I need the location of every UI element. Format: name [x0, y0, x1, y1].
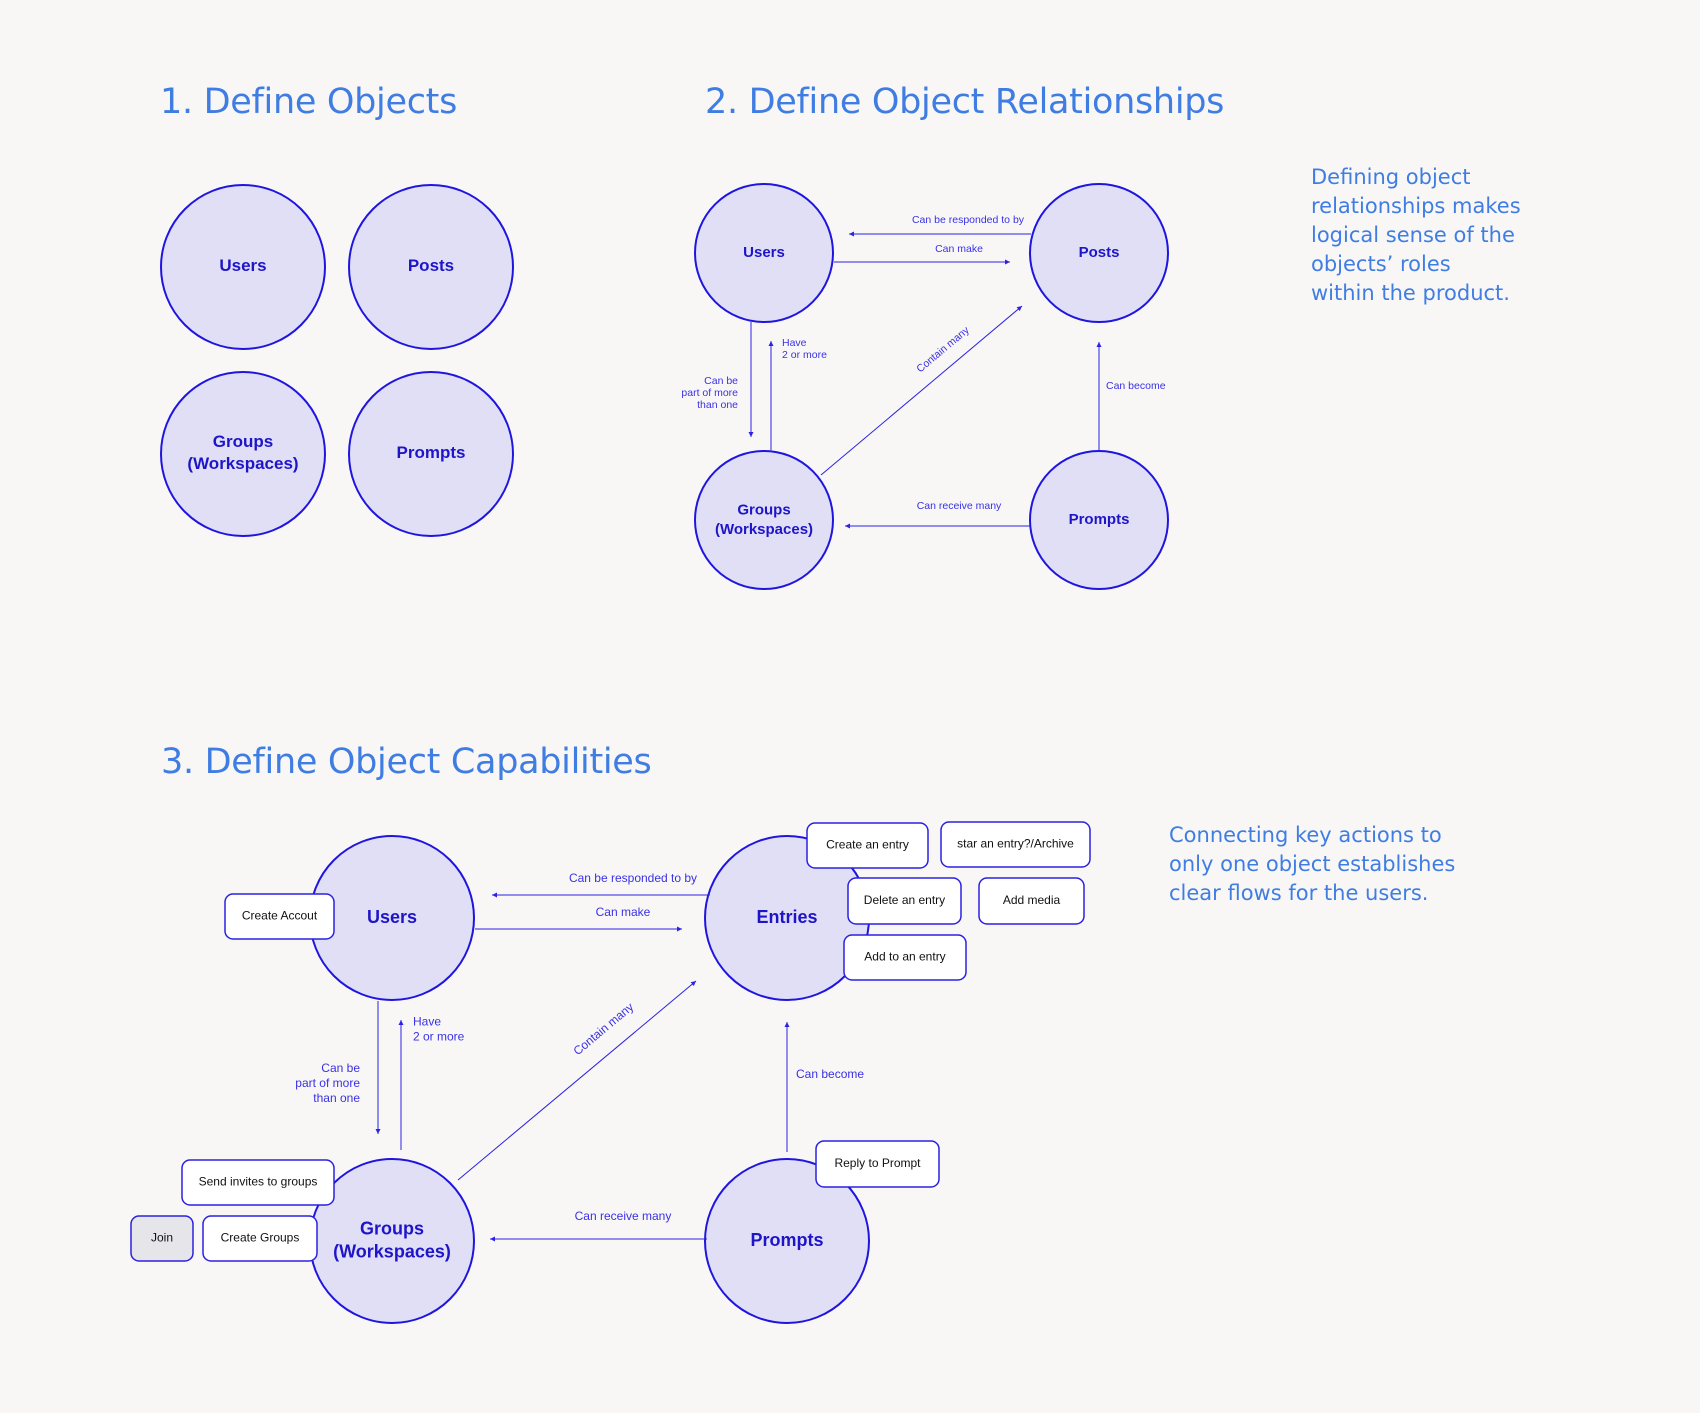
s1-groups-node-label: Groups(Workspaces)	[187, 432, 298, 473]
s3-prompts-node-label: Prompts	[750, 1230, 823, 1250]
reply-to-prompt-button[interactable]	[815, 1140, 940, 1188]
s2-users-node-label: Users	[743, 244, 785, 261]
s2-posts-node-label: Posts	[1079, 244, 1120, 261]
delete-entry-button[interactable]	[847, 877, 962, 925]
add-to-entry-button-label: Add to an entry	[864, 950, 945, 964]
s2-label-receive: Can receive many	[917, 500, 1002, 512]
s3-label-can-make: Can make	[596, 905, 651, 919]
star-entry-button-label: star an entry?/Archive	[957, 837, 1074, 851]
s1-posts-node[interactable]	[348, 184, 514, 350]
section1-title: 1. Define Objects	[160, 82, 458, 122]
create-entry-button-label: Create an entry	[826, 838, 909, 852]
s1-prompts-node-label: Prompts	[397, 443, 466, 462]
s2-users-node[interactable]	[694, 183, 834, 323]
reply-to-prompt-button-label: Reply to Prompt	[834, 1156, 921, 1170]
section3-title: 3. Define Object Capabilities	[161, 742, 652, 782]
s3-prompts-node[interactable]	[704, 1158, 870, 1324]
add-to-entry-button[interactable]	[843, 934, 967, 981]
create-groups-button-label: Create Groups	[221, 1231, 300, 1245]
s1-posts-node-label: Posts	[408, 256, 454, 275]
add-media-button-label: Add media	[1003, 893, 1061, 907]
s3-label-responded: Can be responded to by	[569, 871, 697, 885]
star-entry-button[interactable]	[940, 821, 1091, 868]
join-button-label: Join	[151, 1231, 173, 1245]
s1-users-node[interactable]	[160, 184, 326, 350]
section3-note: Connecting key actions to only one objec…	[1169, 823, 1456, 905]
s3-label-can-become: Can become	[796, 1067, 864, 1081]
s1-groups-node[interactable]	[160, 371, 326, 537]
s1-prompts-node[interactable]	[348, 371, 514, 537]
section2-note: Defining object relationships makes logi…	[1311, 165, 1521, 305]
create-groups-button[interactable]	[202, 1215, 318, 1262]
send-invites-button[interactable]	[181, 1159, 335, 1206]
s2-prompts-node-label: Prompts	[1069, 511, 1130, 528]
s2-label-responded: Can be responded to by	[912, 214, 1025, 226]
s3-entries-node-label: Entries	[756, 907, 817, 927]
s2-groups-node[interactable]	[694, 450, 834, 590]
s2-groups-node-label: Groups(Workspaces)	[715, 501, 813, 538]
create-entry-button[interactable]	[806, 822, 929, 869]
send-invites-button-label: Send invites to groups	[199, 1175, 318, 1189]
s2-label-can-become: Can become	[1106, 380, 1166, 392]
s3-label-receive: Can receive many	[575, 1209, 672, 1223]
s3-label-contain: Contain many	[571, 1000, 637, 1058]
s2-edge-contain	[820, 305, 1023, 476]
create-account-button-label: Create Accout	[242, 909, 318, 923]
section2-title: 2. Define Object Relationships	[705, 82, 1225, 122]
s1-users-node-label: Users	[219, 256, 266, 275]
s3-groups-node-label: Groups(Workspaces)	[333, 1218, 451, 1261]
s3-edge-contain	[457, 980, 697, 1181]
delete-entry-button-label: Delete an entry	[864, 893, 945, 907]
s2-label-contain: Contain many	[914, 324, 972, 375]
add-media-button[interactable]	[978, 877, 1085, 925]
s2-posts-node[interactable]	[1029, 183, 1169, 323]
s3-users-node-label: Users	[367, 907, 417, 927]
create-account-button[interactable]	[224, 893, 335, 940]
s2-label-can-make: Can make	[935, 243, 983, 255]
join-button[interactable]	[130, 1215, 194, 1262]
